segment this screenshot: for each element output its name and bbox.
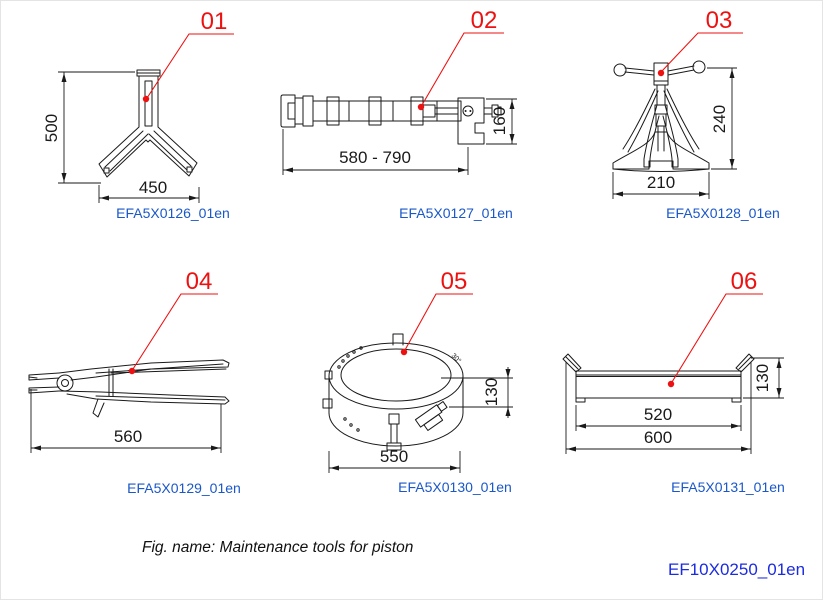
tool-03-drawing: 240 210 03 EFA5X0128_01en: [612, 7, 780, 221]
tool-02-drawing: 580 - 790 160 02 EFA5X0127_01en: [280, 7, 517, 221]
dim-560-label: 560: [114, 427, 142, 446]
dim-500-label: 500: [42, 114, 61, 142]
tool-01-outline: [98, 69, 198, 178]
tool-02-dim-length: 580 - 790: [282, 129, 469, 175]
tool-05-dim-diameter: 550: [328, 447, 461, 473]
tool-01-callout: 01: [142, 8, 234, 103]
tool-03-callout-number: 03: [706, 7, 733, 34]
dim-520-label: 520: [644, 405, 672, 424]
tool-03-code: EFA5X0128_01en: [666, 205, 780, 221]
tool-06-dim-height: 130: [743, 357, 784, 399]
tool-figure-01: 500 450 01 EFA5X0126_01en: [31, 1, 261, 231]
tool-02-code: EFA5X0127_01en: [399, 205, 513, 221]
tool-04-callout: 04: [128, 268, 218, 375]
tool-figure-03: 240 210 03 EFA5X0128_01en: [551, 1, 822, 231]
tool-02-outline: [280, 94, 502, 145]
tool-01-dim-height: 500: [42, 71, 135, 184]
tool-05-callout: 05: [400, 268, 473, 356]
tool-01-dim-width: 450: [98, 178, 200, 203]
tool-06-callout-number: 06: [731, 268, 758, 295]
tool-03-outline: [612, 60, 710, 172]
figure-code: EF10X0250_01en: [668, 560, 806, 579]
tool-04-dim-length: 560: [30, 389, 222, 453]
tool-04-callout-number: 04: [186, 268, 213, 295]
tool-05-code: EFA5X0130_01en: [398, 479, 512, 495]
tool-05-drawing: 30° 550 130 05 EFA5X0130_01en: [322, 268, 513, 495]
tool-06-outline: [562, 353, 755, 403]
tool-05-outline: [322, 333, 464, 451]
tool-02-callout: 02: [417, 7, 504, 111]
tool-05-band-marking: 30°: [450, 352, 463, 365]
tool-05-callout-number: 05: [441, 268, 468, 295]
figure-caption: Fig. name: Maintenance tools for piston: [142, 539, 414, 556]
tool-figure-05: 30° 550 130 05 EFA5X0130_01en: [281, 261, 551, 511]
tool-06-drawing: 520 600 130 06 EFA5X0131_01en: [562, 268, 785, 495]
tool-figure-06: 520 600 130 06 EFA5X0131_01en: [551, 261, 822, 511]
tool-03-dim-height: 240: [707, 67, 737, 170]
tool-03-callout: 03: [657, 7, 743, 77]
tool-04-drawing: 560 04 EFA5X0129_01en: [28, 268, 241, 496]
tool-05-dim-height: 130: [441, 367, 513, 418]
tool-figure-02: 580 - 790 160 02 EFA5X0127_01en: [271, 1, 546, 231]
tool-06-dim-outer-width: 600: [565, 362, 752, 454]
tool-01-callout-number: 01: [201, 8, 228, 35]
tool-04-code: EFA5X0129_01en: [127, 480, 241, 496]
tool-01-code: EFA5X0126_01en: [116, 205, 230, 221]
tool-04-outline: [28, 359, 230, 418]
tool-01-drawing: 500 450 01 EFA5X0126_01en: [42, 8, 234, 221]
tool-03-dim-width: 210: [612, 172, 710, 199]
dim-580-790-label: 580 - 790: [339, 148, 411, 167]
dim-550-label: 550: [380, 447, 408, 466]
dim-160-label: 160: [490, 107, 509, 135]
dim-240-label: 240: [710, 105, 729, 133]
tool-06-callout: 06: [667, 268, 763, 388]
tool-06-dim-inner-width: 520: [575, 405, 742, 431]
dim-130-label: 130: [482, 378, 501, 406]
dim-210-label: 210: [647, 173, 675, 192]
tool-02-callout-number: 02: [471, 7, 498, 34]
dim-600-label: 600: [644, 428, 672, 447]
tool-06-code: EFA5X0131_01en: [671, 479, 785, 495]
tool-02-dim-height: 160: [486, 98, 517, 145]
dim-450-label: 450: [139, 178, 167, 197]
tool-figure-04: 560 04 EFA5X0129_01en: [1, 261, 271, 511]
dim-130-label: 130: [753, 364, 772, 392]
